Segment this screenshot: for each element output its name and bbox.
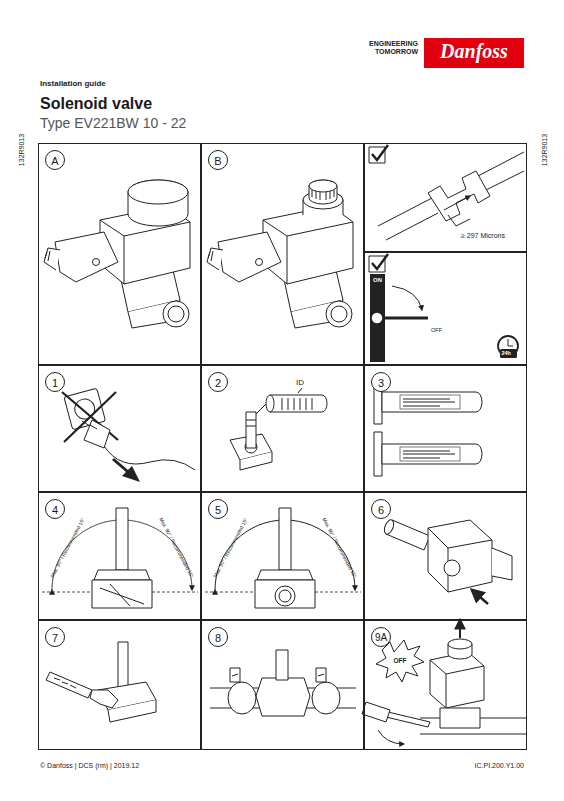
instruction-panel: 5: [201, 492, 364, 620]
instruction-panel: ON OFF 24h: [364, 252, 527, 365]
instruction-panel: 9A: [364, 620, 527, 750]
callout-number: A: [45, 150, 65, 170]
angle-note: Max. 90° / Recommended 15°: [321, 517, 357, 579]
instruction-panel: 7: [38, 620, 201, 750]
panel-text: 24h: [502, 350, 511, 356]
logo-box: [424, 38, 524, 68]
instruction-panel: B: [201, 143, 364, 365]
callout-number: B: [208, 150, 228, 170]
callout-number: 9A: [371, 627, 391, 647]
instruction-panel: 6: [364, 492, 527, 620]
page-label: Installation guide: [40, 79, 106, 88]
page-label: © Danfoss | DCS (rm) | 2019.12: [40, 762, 139, 770]
page-label: IC.PI.200.Y1.00: [475, 762, 524, 770]
instruction-panel: 4: [38, 492, 201, 620]
callout-number: 1: [45, 372, 65, 392]
panel-text: OFF: [431, 327, 442, 333]
page-label: ID: [296, 378, 304, 387]
callout-number: 7: [45, 627, 65, 647]
page-label: OFF: [394, 657, 407, 664]
page-label: 132R9013: [541, 134, 549, 166]
callout-number: 3: [371, 372, 391, 392]
callout-number: 5: [208, 499, 228, 519]
panel-text: ≥ 297 Microns: [461, 232, 505, 240]
angle-note: Max. 90° / Recommended 15°: [158, 517, 194, 579]
callout-number: 4: [45, 499, 65, 519]
angle-note: Max. 90° / Recommended 15°: [50, 517, 86, 579]
instruction-panel: 3: [364, 365, 527, 492]
page-label: 132R9013: [18, 134, 26, 166]
callout-number: 8: [208, 627, 228, 647]
logo-text: Danfoss: [424, 40, 524, 63]
instruction-panel: 1: [38, 365, 201, 492]
instruction-panel: 8: [201, 620, 364, 750]
angle-note: Max. 90° / Recommended 15°: [213, 517, 249, 579]
panel-text: ON: [373, 277, 382, 284]
page-label: Type EV221BW 10 - 22: [40, 115, 186, 131]
document-title: Solenoid valve: [40, 95, 152, 113]
instruction-panel: 2: [201, 365, 364, 492]
page-label: ENGINEERING TOMORROW: [356, 40, 418, 56]
callout-number: 6: [371, 499, 391, 519]
callout-number: 2: [208, 372, 228, 392]
instruction-panel: ≥ 297 Microns: [364, 143, 527, 252]
instruction-panel: A: [38, 143, 201, 365]
